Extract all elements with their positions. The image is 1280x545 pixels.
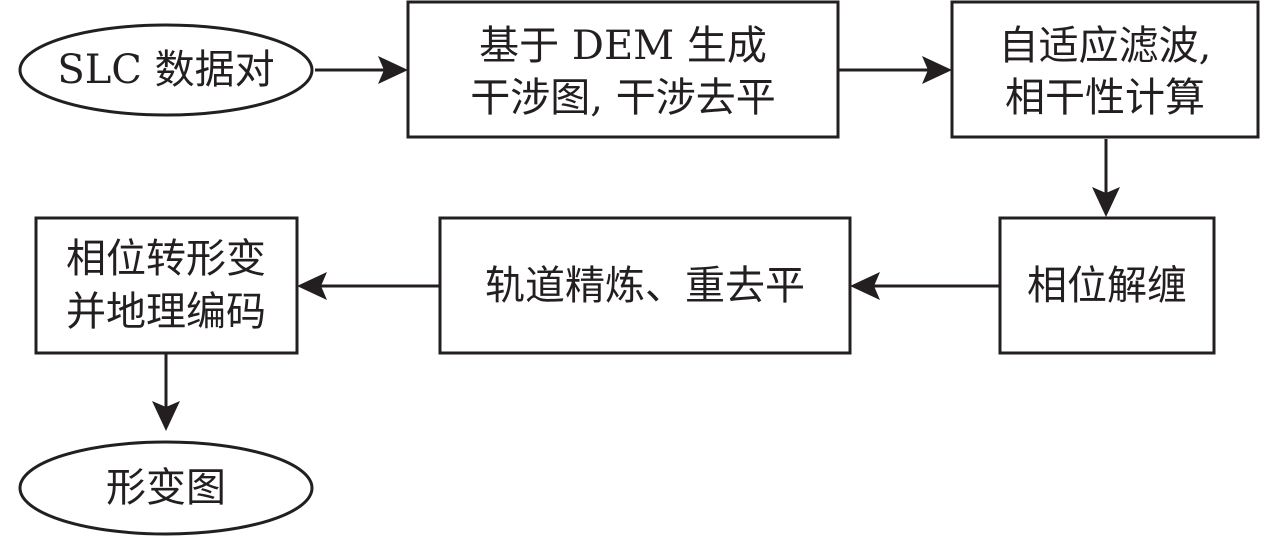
node-dem-interferogram-line-2: 干涉图, 干涉去平 [470,75,775,121]
node-filter-coherence: 自适应滤波, 相干性计算 [950,0,1260,139]
node-phase-unwrap: 相位解缠 [998,216,1216,355]
node-dem-interferogram-line-1: 基于 DEM 生成 [479,23,767,69]
node-orbit-refine: 轨道精炼、重去平 [438,216,852,355]
node-filter-coherence-line-2: 相干性计算 [1005,75,1205,121]
node-orbit-refine-label: 轨道精炼、重去平 [485,263,805,309]
node-phase-to-deform-line-1: 相位转形变 [66,236,266,282]
node-phase-to-deform-line-2: 并地理编码 [66,289,266,335]
node-deform-map: 形变图 [18,440,314,536]
node-filter-coherence-line-1: 自适应滤波, [999,23,1212,69]
edge-deform-to-map [152,354,180,431]
node-slc-pair-label: SLC 数据对 [57,47,274,93]
node-phase-to-deform: 相位转形变 并地理编码 [34,216,299,355]
edge-dem-to-filter [838,56,952,84]
edge-slc-to-dem [315,56,408,84]
edge-filter-to-unwrap [1092,139,1120,217]
edge-unwrap-to-orbit [850,272,1000,300]
node-dem-interferogram: 基于 DEM 生成 干涉图, 干涉去平 [406,0,840,139]
node-phase-unwrap-label: 相位解缠 [1027,263,1187,309]
node-deform-map-label: 形变图 [106,465,226,511]
node-slc-pair: SLC 数据对 [18,23,314,117]
edge-orbit-to-deform [297,272,440,300]
